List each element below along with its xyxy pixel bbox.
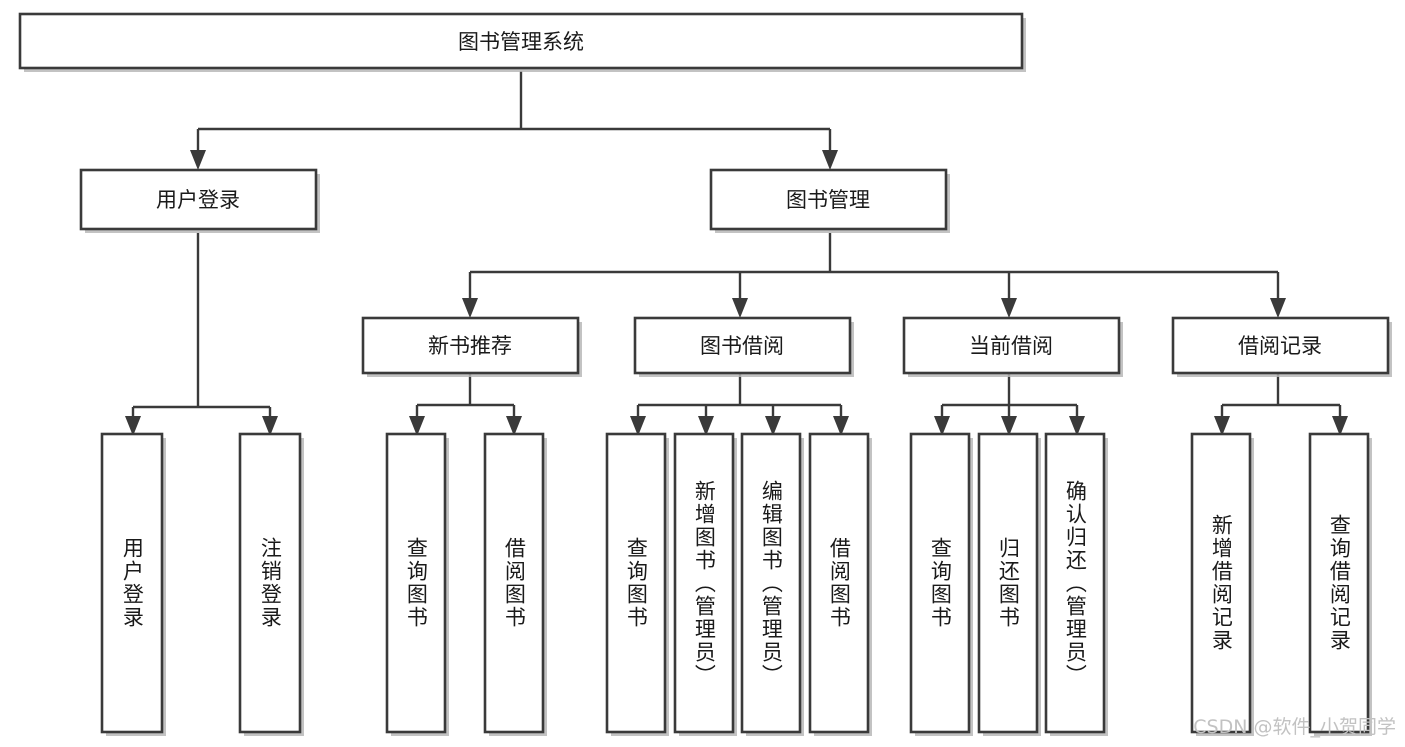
node-borrow-record[interactable]: 借阅记录 xyxy=(1171,316,1392,377)
node-book-borrow[interactable]: 图书借阅 xyxy=(633,316,854,377)
node-leaf-new-book-1-rect[interactable] xyxy=(385,432,447,734)
node-current-borrow-rect[interactable] xyxy=(902,316,1121,375)
node-borrow-record-label: 借阅记录 xyxy=(1238,334,1322,358)
connector-group-current-borrow xyxy=(934,373,1085,436)
arrow-head-book-borrow xyxy=(732,298,748,318)
connector-group-root xyxy=(190,71,838,170)
node-leaf-new-book-1[interactable] xyxy=(385,432,449,736)
arrow-head-book-borrow-leaf3 xyxy=(765,416,781,436)
node-leaf-book-borrow-2[interactable] xyxy=(673,432,737,736)
node-leaf-current-borrow-1[interactable] xyxy=(909,432,973,736)
watermark-label: CSDN @软件_小贺同学 xyxy=(1193,716,1396,738)
node-leaf-book-borrow-3-rect[interactable] xyxy=(740,432,802,734)
node-new-book-recommend-rect[interactable] xyxy=(361,316,580,375)
node-new-book-recommend-label: 新书推荐 xyxy=(428,334,512,358)
arrow-head-book-borrow-leaf2 xyxy=(698,416,714,436)
node-leaf-new-book-2[interactable] xyxy=(483,432,547,736)
arrow-head-user-login-leaf1 xyxy=(125,416,141,436)
node-leaf-book-borrow-4-rect[interactable] xyxy=(808,432,870,734)
arrow-head-borrow-record xyxy=(1270,298,1286,318)
node-user-login[interactable]: 用户登录 xyxy=(79,168,320,233)
arrow-head-borrow-record-leaf1 xyxy=(1214,416,1230,436)
node-root-rect[interactable] xyxy=(18,12,1024,70)
node-leaf-current-borrow-2[interactable] xyxy=(977,432,1041,736)
node-leaf-borrow-record-2[interactable] xyxy=(1308,432,1372,736)
arrow-head-book-borrow-leaf1 xyxy=(630,416,646,436)
node-leaf-current-borrow-2-rect[interactable] xyxy=(977,432,1039,734)
node-leaf-user-login-1-rect[interactable] xyxy=(100,432,164,734)
arrow-head-new-book-leaf2 xyxy=(506,416,522,436)
node-root[interactable]: 图书管理系统 xyxy=(18,12,1026,72)
node-user-login-rect[interactable] xyxy=(79,168,318,231)
node-leaf-new-book-2-rect[interactable] xyxy=(483,432,545,734)
node-current-borrow[interactable]: 当前借阅 xyxy=(902,316,1123,377)
connector-group-borrow-record xyxy=(1214,373,1348,436)
arrow-head-borrow-record-leaf2 xyxy=(1332,416,1348,436)
node-leaf-book-borrow-3[interactable] xyxy=(740,432,804,736)
node-leaf-borrow-record-1[interactable] xyxy=(1190,432,1254,736)
node-leaf-borrow-record-2-rect[interactable] xyxy=(1308,432,1370,734)
connector-group-new-book xyxy=(409,373,522,436)
node-leaf-book-borrow-2-rect[interactable] xyxy=(673,432,735,734)
arrow-head-current-borrow-leaf1 xyxy=(934,416,950,436)
node-root-label: 图书管理系统 xyxy=(458,30,584,54)
node-leaf-borrow-record-1-rect[interactable] xyxy=(1190,432,1252,734)
node-leaf-user-login-2-rect[interactable] xyxy=(238,432,302,734)
arrow-head-current-borrow-leaf3 xyxy=(1069,416,1085,436)
node-book-borrow-label: 图书借阅 xyxy=(700,334,784,358)
node-book-borrow-rect[interactable] xyxy=(633,316,852,375)
node-new-book-recommend[interactable]: 新书推荐 xyxy=(361,316,582,377)
node-book-manage[interactable]: 图书管理 xyxy=(709,168,950,233)
node-leaf-user-login-2[interactable] xyxy=(238,432,304,736)
arrow-head-current-borrow-leaf2 xyxy=(1001,416,1017,436)
node-borrow-record-rect[interactable] xyxy=(1171,316,1390,375)
connector-group-book-manage xyxy=(462,233,1286,318)
connector-group-user-login xyxy=(125,233,278,436)
node-leaf-current-borrow-3-rect[interactable] xyxy=(1044,432,1106,734)
node-user-login-label: 用户登录 xyxy=(156,188,240,212)
connector-group-book-borrow xyxy=(630,373,849,436)
arrow-head-book-manage xyxy=(822,150,838,170)
node-book-manage-rect[interactable] xyxy=(709,168,948,231)
node-leaf-book-borrow-4[interactable] xyxy=(808,432,872,736)
node-leaf-user-login-1[interactable] xyxy=(100,432,166,736)
node-book-manage-label: 图书管理 xyxy=(786,188,870,212)
arrow-head-new-book-leaf1 xyxy=(409,416,425,436)
node-leaf-book-borrow-1[interactable] xyxy=(605,432,669,736)
arrow-head-current-borrow xyxy=(1001,298,1017,318)
node-current-borrow-label: 当前借阅 xyxy=(969,334,1053,358)
arrow-head-user-login xyxy=(190,150,206,170)
arrow-head-user-login-leaf2 xyxy=(262,416,278,436)
node-leaf-book-borrow-1-rect[interactable] xyxy=(605,432,667,734)
arrow-head-new-book xyxy=(462,298,478,318)
node-leaf-current-borrow-3[interactable] xyxy=(1044,432,1108,736)
node-leaf-current-borrow-1-rect[interactable] xyxy=(909,432,971,734)
arrow-head-book-borrow-leaf4 xyxy=(833,416,849,436)
